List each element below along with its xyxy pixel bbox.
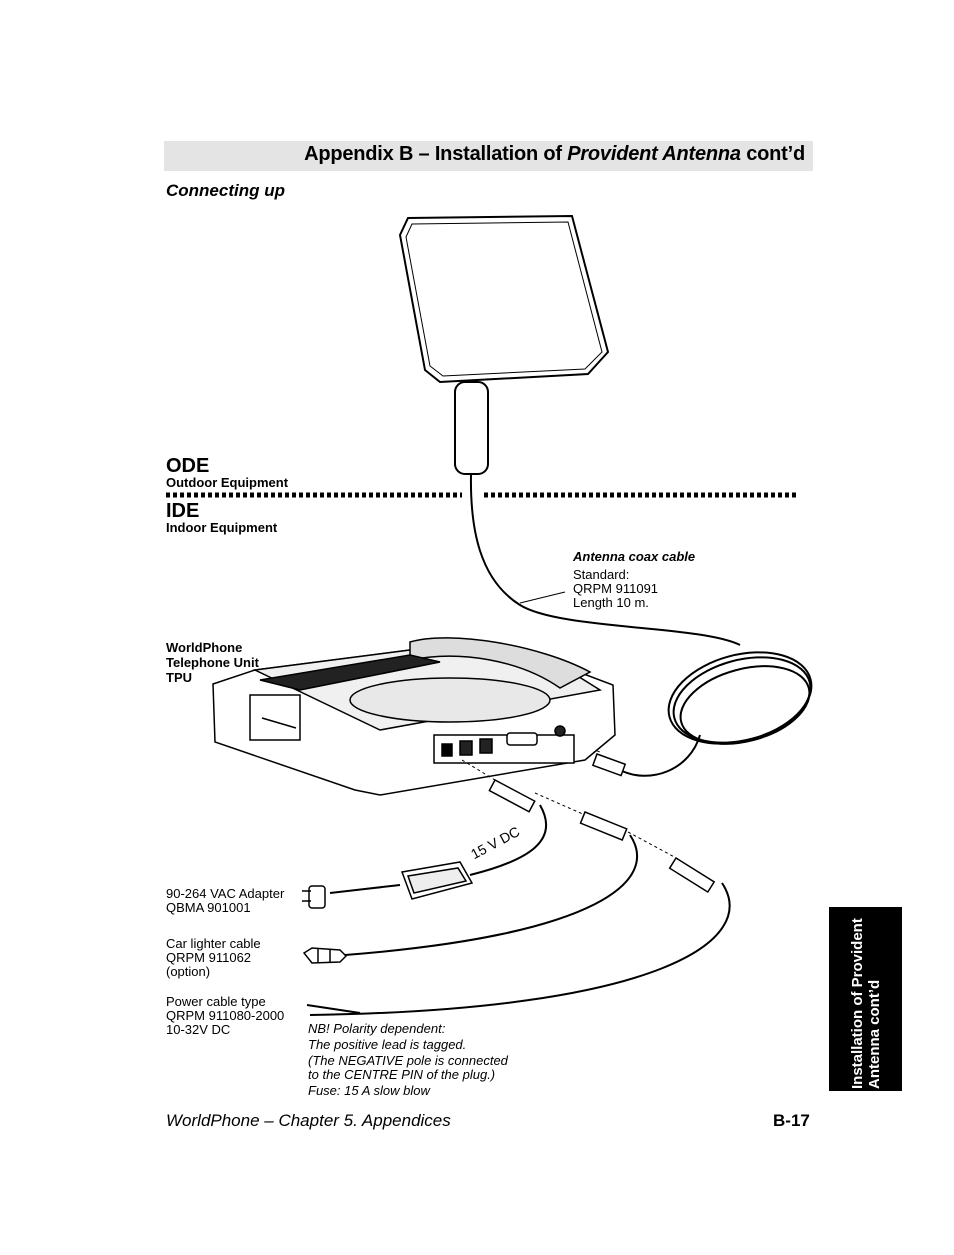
tpu-unit-icon — [212, 637, 616, 796]
tpu-line3: TPU — [166, 670, 192, 685]
ide-abbr: IDE — [166, 500, 200, 522]
note-line5: Fuse: 15 A slow blow — [308, 1083, 430, 1098]
page-title: Appendix B – Installation of Provident A… — [304, 143, 805, 166]
side-tab-text: Installation of Provident Antenna cont’d — [849, 909, 883, 1089]
footer-chapter: WorldPhone – Chapter 5. Appendices — [166, 1111, 451, 1130]
car-lighter-label: Car lighter cable QRPM 911062 (option) — [166, 937, 261, 979]
polarity-note: NB! Polarity dependent: The positive lea… — [308, 1021, 508, 1099]
note-line4: to the CENTRE PIN of the plug.) — [308, 1067, 496, 1082]
antenna-coax-cable — [469, 473, 813, 777]
vac-adapter-line1: 90-264 VAC Adapter — [166, 886, 285, 901]
antenna-connector-icon — [579, 744, 627, 777]
car-lighter-plug-icon — [302, 947, 348, 964]
antenna-cable-line1: Standard: — [573, 567, 630, 582]
power-cable-label: Power cable type QRPM 911080-2000 10-32V… — [166, 995, 284, 1037]
antenna-cable-title: Antenna coax cable — [573, 549, 696, 564]
car-lighter-line2: QRPM 911062 — [166, 950, 252, 965]
power-cable-line1: Power cable type — [166, 994, 266, 1009]
page-number: B-17 — [773, 1111, 810, 1130]
power-cable-line2: QRPM 911080-2000 — [166, 1008, 285, 1023]
title-suffix: cont’d — [740, 143, 805, 165]
section-heading: Connecting up — [166, 181, 285, 200]
ide-label: Indoor Equipment — [166, 520, 278, 535]
side-tab-line2: Antenna cont’d — [865, 979, 883, 1089]
side-tab: Installation of Provident Antenna cont’d — [829, 907, 902, 1091]
antenna-panel-icon — [398, 214, 610, 475]
car-lighter-line1: Car lighter cable — [166, 936, 261, 951]
vac-adapter-line2: QBMA 901001 — [166, 900, 251, 915]
antenna-cable-line3: Length 10 m. — [573, 595, 649, 610]
title-italic: Provident Antenna — [567, 143, 741, 165]
title-bar: Appendix B – Installation of Provident A… — [164, 141, 813, 171]
car-lighter-line3: (option) — [166, 964, 211, 979]
power-cable-line3: 10-32V DC — [166, 1022, 231, 1037]
ode-label: Outdoor Equipment — [166, 475, 289, 490]
dc-cables — [306, 759, 731, 1016]
note-line1: NB! Polarity dependent: — [308, 1021, 446, 1036]
title-prefix: Appendix B – Installation of — [304, 143, 568, 165]
vac-adapter-icon — [302, 861, 474, 909]
tpu-label: WorldPhone Telephone Unit TPU — [166, 640, 259, 685]
note-line3: (The NEGATIVE pole is connected — [308, 1053, 508, 1068]
side-tab-line1: Installation of Provident — [848, 918, 866, 1089]
vac-adapter-label: 90-264 VAC Adapter QBMA 901001 — [166, 887, 284, 915]
note-line2: The positive lead is tagged. — [308, 1037, 467, 1052]
antenna-cable-line2: QRPM 911091 — [573, 581, 659, 596]
tpu-line1: WorldPhone — [166, 640, 243, 655]
tpu-line2: Telephone Unit — [166, 655, 259, 670]
ode-abbr: ODE — [166, 455, 210, 477]
antenna-cable-callout: Antenna coax cable Standard: QRPM 911091… — [573, 549, 695, 610]
